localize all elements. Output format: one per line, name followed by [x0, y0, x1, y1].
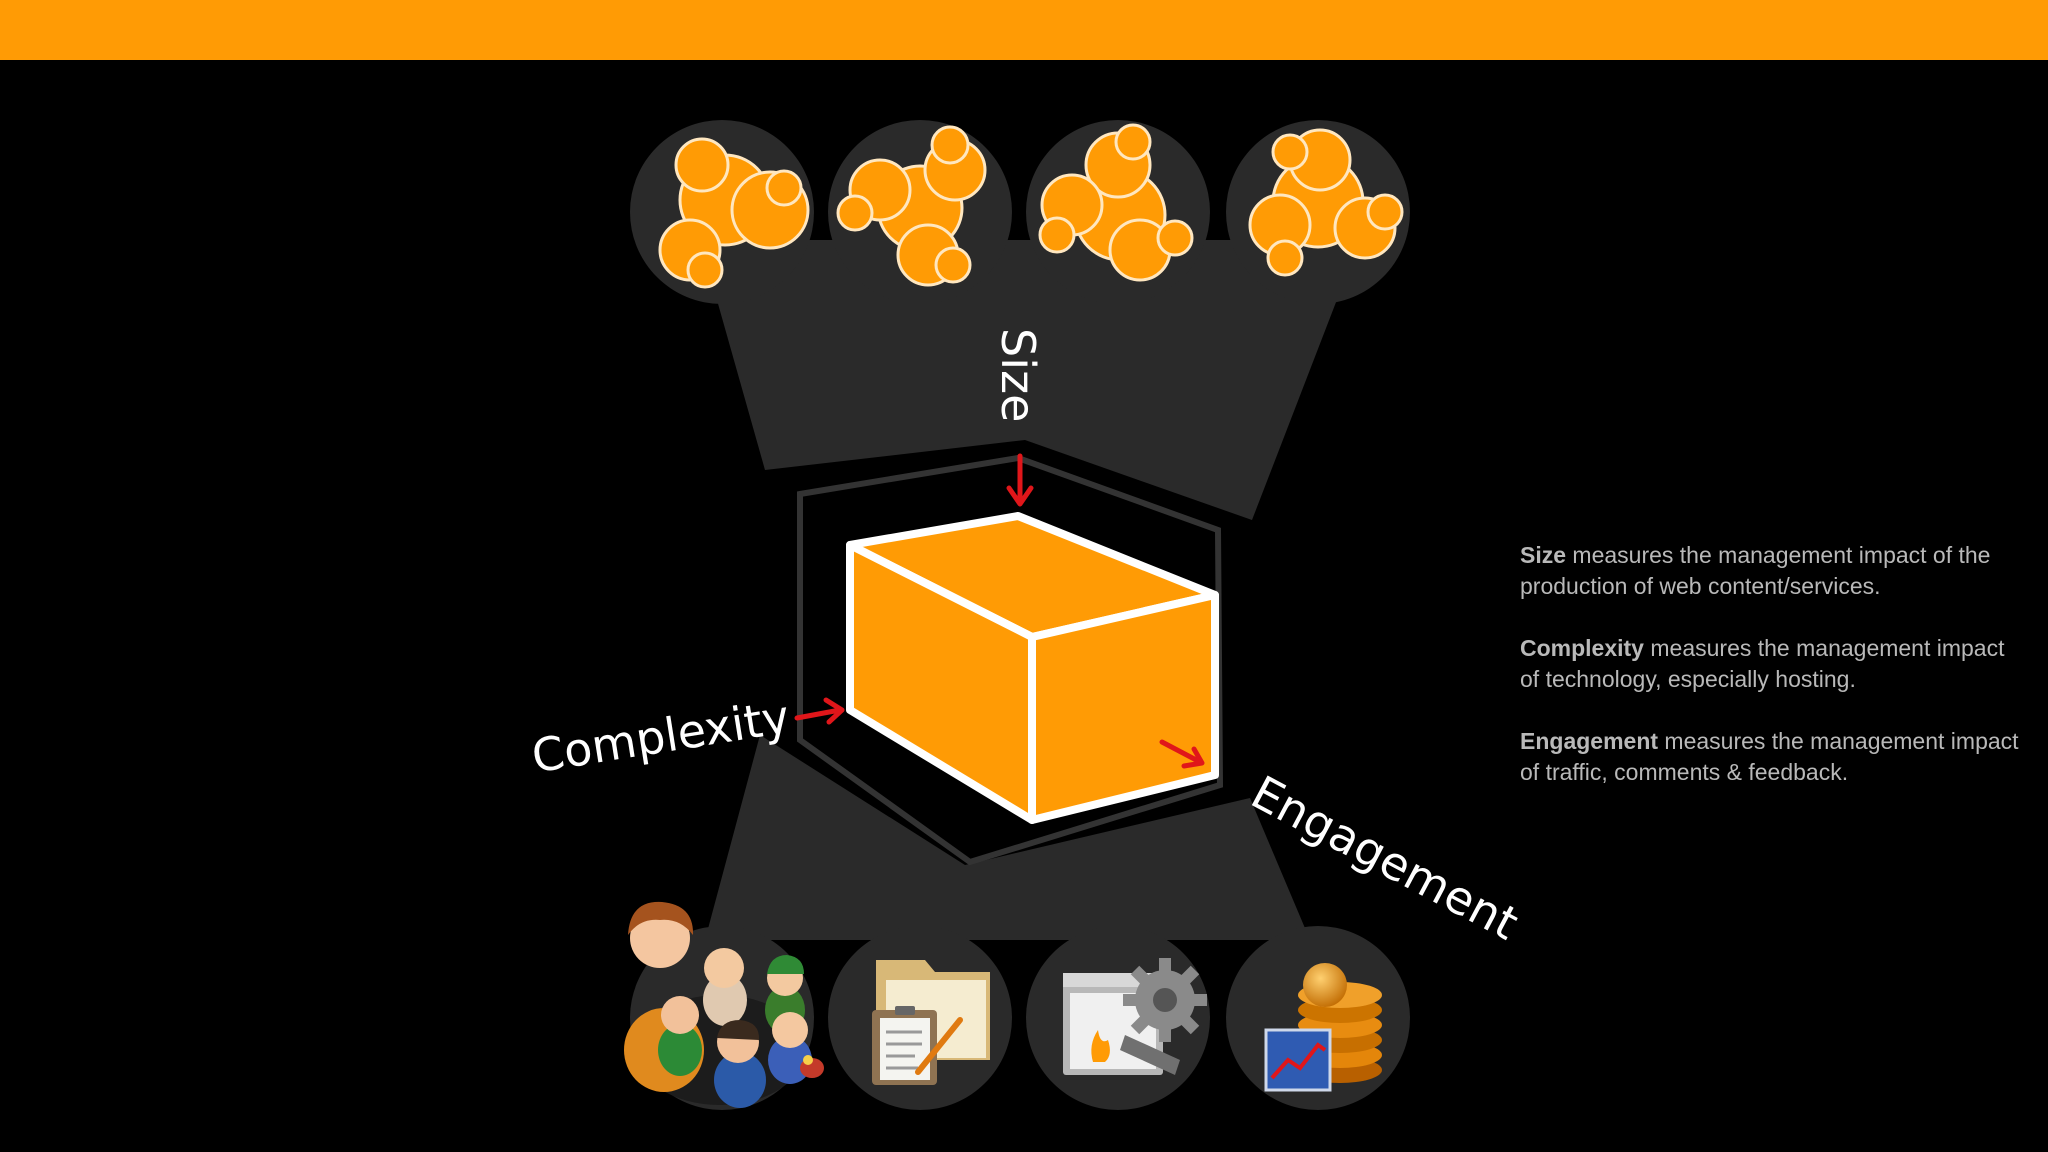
- description-text: measures the management impact of the pr…: [1520, 542, 1991, 599]
- size-axis-label: Size: [991, 328, 1045, 423]
- description-text: measures the management impact of techno…: [1520, 635, 2005, 692]
- bubble-cluster-icon: [658, 137, 810, 289]
- red-arrows: [794, 453, 1205, 769]
- axis-descriptions: Size measures the management impact of t…: [1520, 540, 2020, 819]
- bubble-cluster-icon: [836, 125, 987, 287]
- documents-folder-icon: [872, 960, 990, 1085]
- description-text: measures the management impact of traffi…: [1520, 728, 2019, 785]
- engagement-description: Engagement measures the management impac…: [1520, 726, 2020, 788]
- orange-cube: [846, 512, 1219, 824]
- bottom-funnel: [705, 735, 1310, 940]
- description-term: Size: [1520, 542, 1567, 568]
- bubble-cluster-icon: [1248, 128, 1404, 277]
- server-gear-icon: [1063, 958, 1207, 1075]
- top-accent-bar: [0, 0, 2048, 60]
- top-funnel: [700, 240, 1360, 520]
- description-term: Engagement: [1520, 728, 1659, 754]
- size-description: Size measures the management impact of t…: [1520, 540, 2020, 602]
- people-group-icon: [624, 901, 824, 1108]
- bubble-cluster-icon: [1038, 123, 1194, 282]
- description-term: Complexity: [1520, 635, 1644, 661]
- coins-chart-icon: [1264, 963, 1382, 1092]
- complexity-description: Complexity measures the management impac…: [1520, 633, 2020, 695]
